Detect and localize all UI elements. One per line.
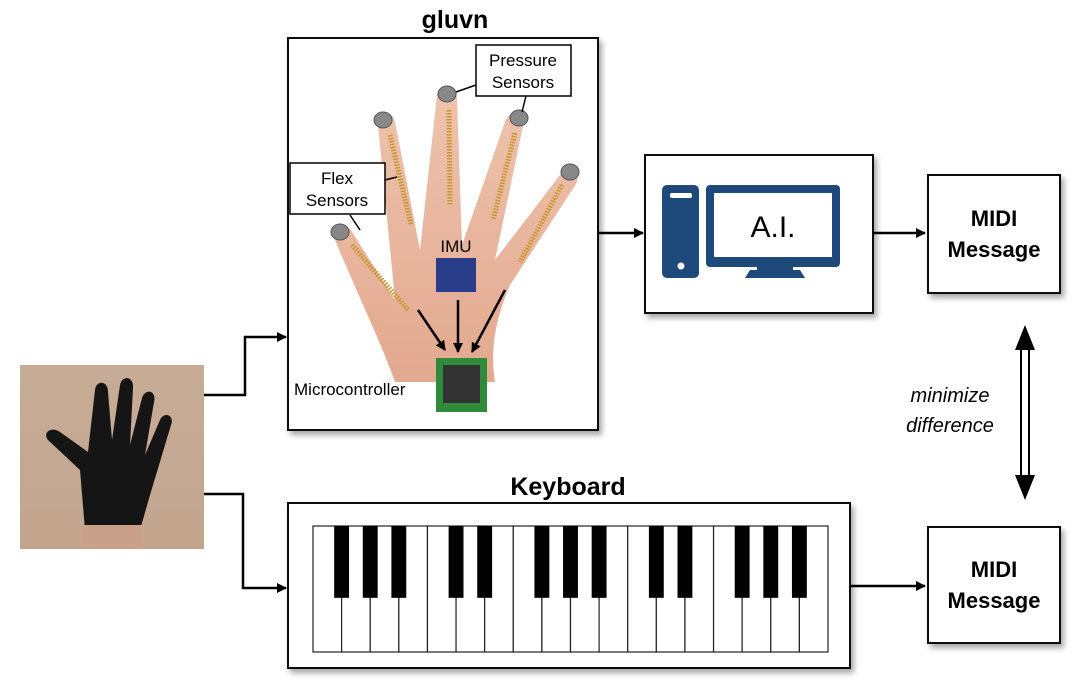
black-key — [448, 526, 464, 598]
black-key — [477, 526, 493, 598]
midi-top-line2: Message — [948, 237, 1041, 262]
double-arrow — [1015, 325, 1035, 500]
black-key — [563, 526, 578, 598]
desktop-computer-icon — [662, 185, 840, 278]
pressure-label-2: Sensors — [492, 73, 554, 92]
microcontroller-label: Microcontroller — [294, 380, 406, 399]
difference-label: difference — [906, 415, 994, 437]
piano-keys — [312, 525, 829, 653]
keyboard-title: Keyboard — [510, 473, 625, 501]
midi-message-box-top — [927, 174, 1061, 294]
black-key — [734, 526, 750, 598]
midi-top-line1: MIDI — [971, 206, 1017, 231]
midi-bottom-line2: Message — [948, 588, 1041, 613]
imu-label: IMU — [440, 237, 471, 256]
pressure-sensors-callout — [475, 44, 572, 97]
black-key — [763, 526, 779, 598]
black-key — [362, 526, 378, 598]
minimize-label: minimize — [911, 385, 990, 407]
black-key — [534, 526, 550, 598]
black-key — [677, 526, 693, 598]
black-key — [391, 526, 407, 598]
black-key — [334, 526, 350, 598]
black-key — [791, 526, 807, 598]
midi-bottom-line1: MIDI — [971, 557, 1017, 582]
flex-label: Flex — [321, 169, 354, 188]
flex-sensors-callout — [289, 162, 386, 215]
black-key — [591, 526, 607, 598]
pressure-label: Pressure — [489, 51, 557, 70]
hand-illustration — [330, 85, 580, 412]
flex-label-2: Sensors — [306, 191, 368, 210]
ai-label: A.I. — [750, 211, 795, 244]
glove-photo — [20, 365, 204, 549]
black-key — [648, 526, 664, 598]
midi-message-box-bottom — [927, 526, 1061, 644]
gluvn-title: gluvn — [422, 6, 489, 34]
imu-chip — [436, 258, 476, 292]
